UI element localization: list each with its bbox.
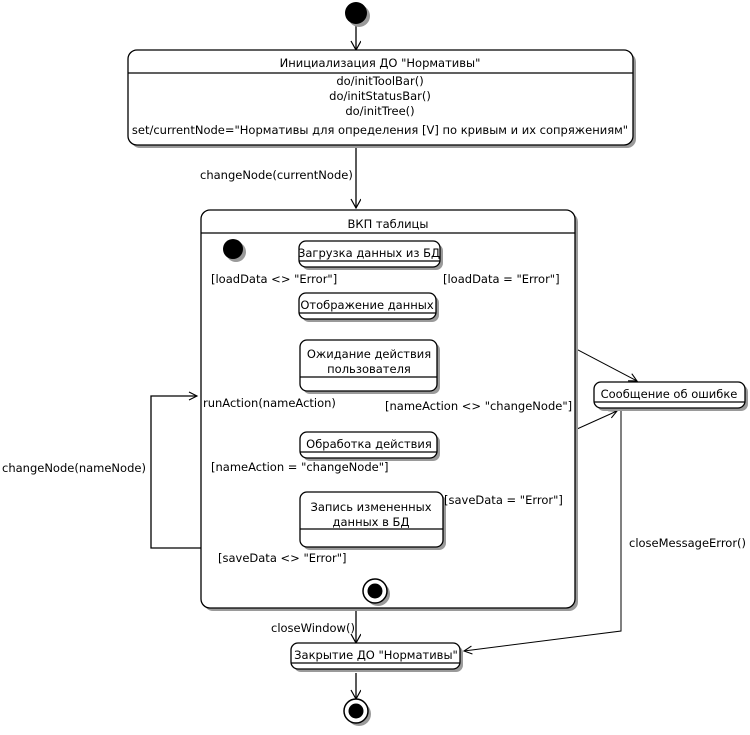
state-error-message <box>593 381 748 411</box>
state-process-action <box>299 431 440 461</box>
label-load-data-ok: [loadData <> "Error"] <box>211 272 337 286</box>
composite-state-vkp <box>200 209 578 611</box>
label-load-data-error: [loadData = "Error"] <box>443 272 560 286</box>
state-initialization-body-3: set/currentNode="Нормативы для определен… <box>132 123 628 137</box>
state-save-data-title-line2: данных в БД <box>333 515 410 529</box>
transition-error-to-close <box>462 409 622 655</box>
initial-node-start <box>345 2 370 27</box>
final-node-end <box>343 698 371 726</box>
state-initialization-body-1: do/initStatusBar() <box>329 89 431 103</box>
state-initialization <box>127 49 636 148</box>
state-wait-user-action-title-line2: пользователя <box>327 362 411 376</box>
state-wait-user-action-title-line1: Ожидание действия <box>307 347 431 361</box>
label-change-node-current: changeNode(currentNode) <box>200 168 353 182</box>
state-close-window <box>290 642 463 672</box>
composite-state-title: ВКП таблицы <box>348 217 429 231</box>
state-close-window-title: Закрытие ДО "Нормативы" <box>294 648 458 662</box>
label-close-message-error: closeMessageError() <box>629 536 746 550</box>
state-save-data <box>299 491 446 550</box>
final-node-inner <box>362 578 390 606</box>
initial-node-inner <box>223 239 246 262</box>
label-change-node-name: changeNode(nameNode) <box>2 461 146 475</box>
label-save-data-ok: [saveData <> "Error"] <box>218 551 347 565</box>
state-load-data-title: Загрузка данных из БД <box>298 246 440 260</box>
label-save-data-error: [saveData = "Error"] <box>444 493 563 507</box>
state-load-data <box>298 240 443 270</box>
state-save-data-title-line1: Запись измененных <box>310 500 431 514</box>
state-initialization-body-0: do/initToolBar() <box>336 74 423 88</box>
label-name-action-other: [nameAction <> "changeNode"] <box>385 399 572 413</box>
label-close-window: closeWindow() <box>271 621 355 635</box>
state-process-action-title: Обработка действия <box>306 437 432 451</box>
label-run-action: runAction(nameAction) <box>203 396 336 410</box>
state-show-data-title: Отображение данных <box>300 298 434 312</box>
state-wait-user-action <box>299 339 440 394</box>
state-initialization-title: Инициализация ДО "Нормативы" <box>280 56 481 70</box>
state-show-data <box>298 292 439 322</box>
transition-composite-self-loop <box>150 391 201 549</box>
label-name-action-change: [nameAction = "changeNode"] <box>211 460 388 474</box>
state-initialization-body-2: do/initTree() <box>345 104 414 118</box>
state-error-message-title: Сообщение об ошибке <box>601 387 738 401</box>
